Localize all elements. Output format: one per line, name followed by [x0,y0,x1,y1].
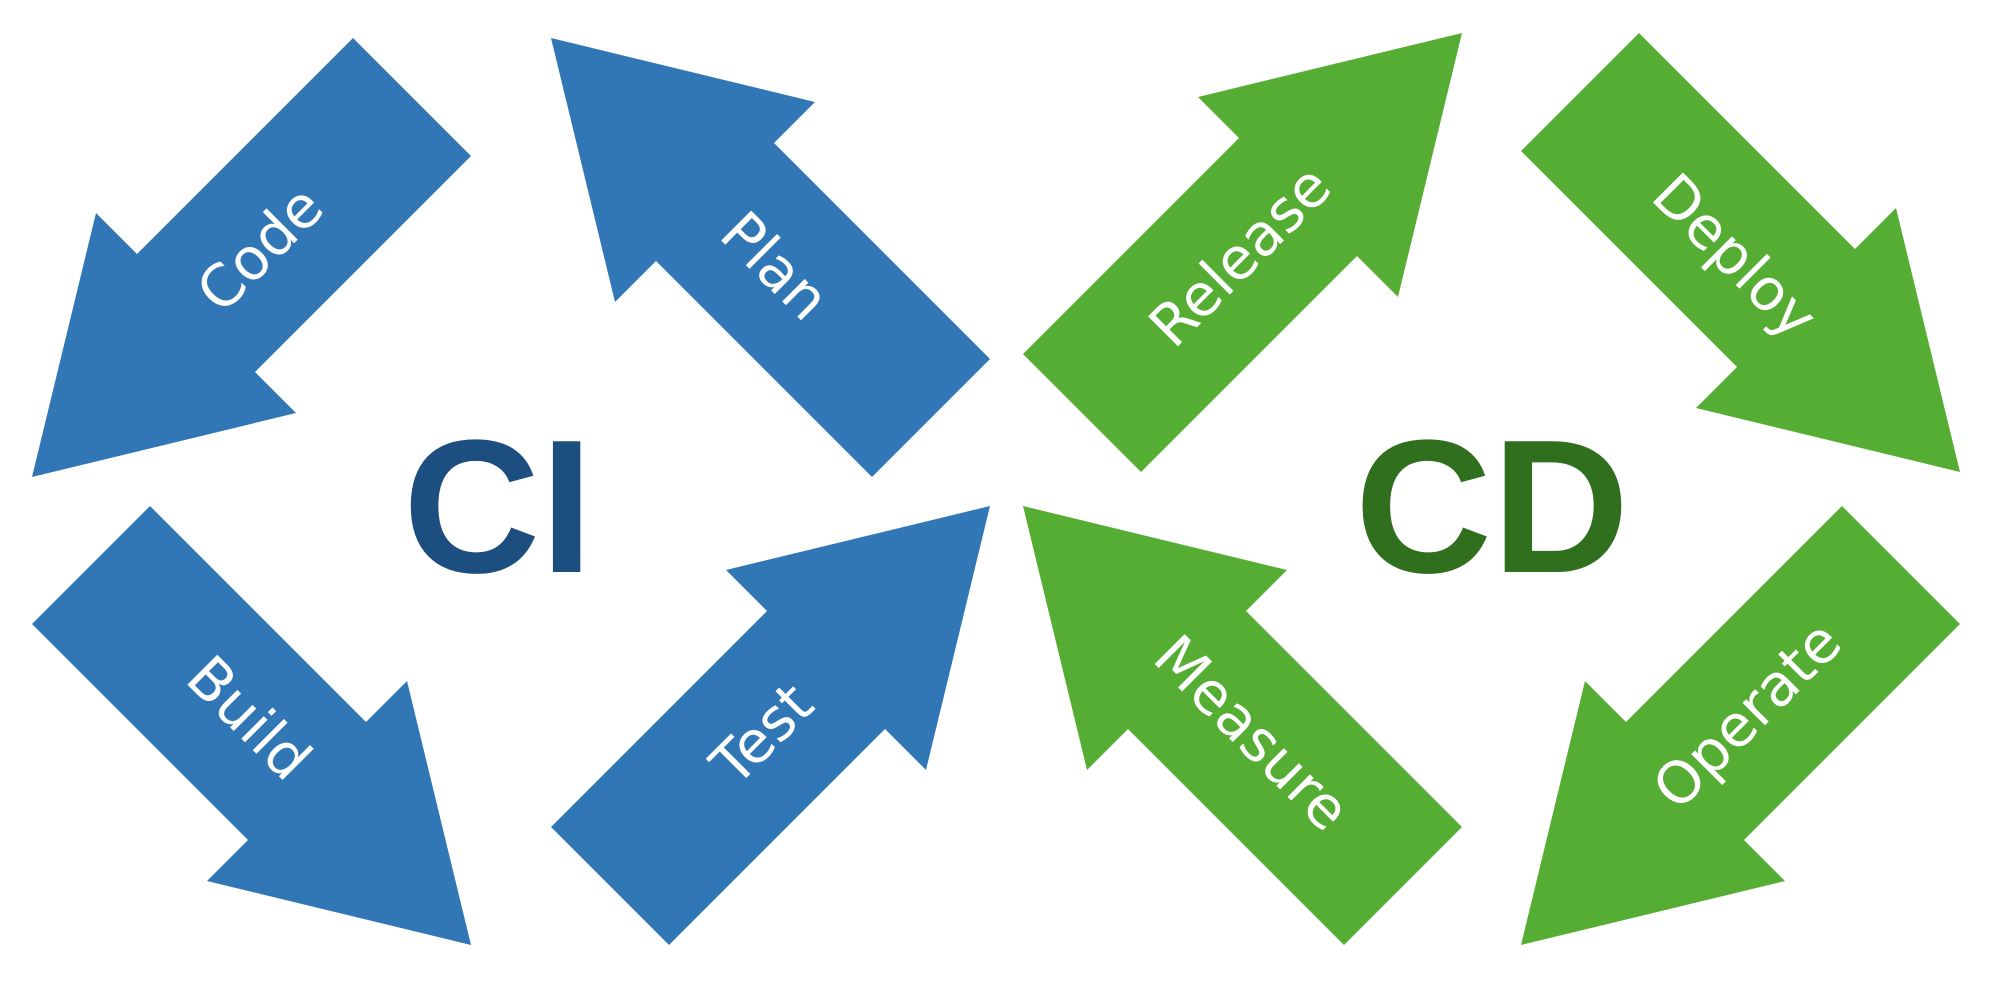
arrow-deploy-shape [1521,33,1960,472]
arrow-release-shape [1023,33,1462,472]
arrow-build-shape [32,506,471,945]
arrow-test-shape [551,506,990,945]
arrow-operate: Operate [1521,506,1960,945]
arrow-plan-shape [551,38,990,477]
arrow-code: Code [32,38,471,477]
cd-label: CD [1355,401,1629,613]
arrow-build: Build [32,506,471,945]
arrow-code-shape [32,38,471,477]
arrow-operate-shape [1521,506,1960,945]
arrow-test: Test [551,506,990,945]
arrow-measure-shape [1023,506,1462,945]
ci-label: CI [403,401,593,613]
arrow-plan: Plan [551,38,990,477]
